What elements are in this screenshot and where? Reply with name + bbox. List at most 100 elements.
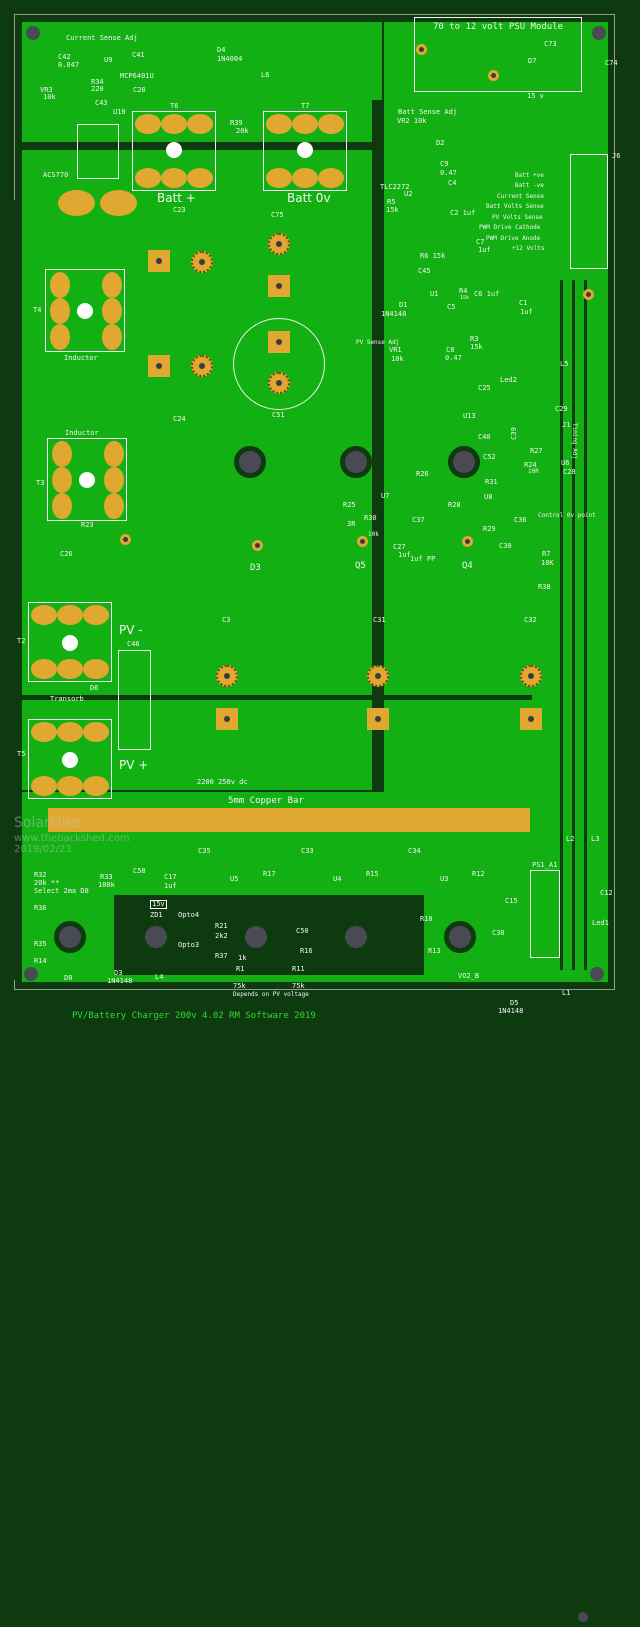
label-d5-value: 1N4148 <box>498 1007 524 1015</box>
label-led2: Led2 <box>500 376 517 384</box>
ps1-outline <box>530 870 560 958</box>
label-r4-value: 15k <box>460 295 470 301</box>
inductor-t4 <box>45 269 125 352</box>
label-c7-value: 1uf <box>478 246 491 254</box>
corner-dot <box>578 1612 588 1622</box>
psu-module-outline <box>414 17 582 92</box>
label-r5: R5 <box>387 198 396 206</box>
label-d6: D6 <box>90 684 99 692</box>
label-c43: C43 <box>95 99 108 107</box>
label-u3: U3 <box>440 875 449 883</box>
label-mcp6401u: MCP6401U <box>120 72 154 80</box>
label-c40: C40 <box>478 433 491 441</box>
label-r13: R13 <box>428 947 441 955</box>
label-batt-pve: Batt +ve <box>515 172 544 179</box>
label-l3: L3 <box>591 835 600 843</box>
label-r4: R4 <box>459 287 468 295</box>
label-r32: R32 <box>34 871 47 879</box>
label-l5: L5 <box>560 360 569 368</box>
copper-bar <box>48 808 530 832</box>
label-c31: C31 <box>373 616 386 624</box>
label-c34: C34 <box>408 847 421 855</box>
pad <box>148 250 170 272</box>
label-r7: R7 <box>542 550 551 558</box>
label-c46: C46 <box>127 640 140 648</box>
label-r33-value: 100k <box>98 881 115 889</box>
label-r39: R39 <box>230 119 243 127</box>
label-r32-value: 20k ** <box>34 879 60 887</box>
label-zd1-value: 15v <box>150 900 167 909</box>
label-c35: C35 <box>198 847 211 855</box>
transformer-t5 <box>28 719 112 799</box>
label-u8: U8 <box>484 493 493 501</box>
pad <box>488 70 499 81</box>
label-select-2ma: Select 2ma D8 <box>34 887 89 895</box>
label-c4: C4 <box>448 179 457 187</box>
label-c42: C42 <box>58 53 71 61</box>
pad <box>520 665 542 687</box>
label-r38: R38 <box>538 583 551 591</box>
heatsink-hole <box>54 921 86 953</box>
label-1uf-pp: 1uf PP <box>410 555 436 563</box>
label-vr3: VR3 <box>40 86 53 94</box>
label-r31: R31 <box>485 478 498 486</box>
acs770-pad <box>100 190 137 216</box>
label-pv-minus: PV - <box>119 623 143 637</box>
label-t6: T6 <box>170 102 179 110</box>
label-c74: C74 <box>605 59 618 67</box>
label-r24: R24 <box>524 461 537 469</box>
label-r14: R14 <box>34 957 47 965</box>
label-vr3-value: 10k <box>43 93 56 101</box>
label-copper-bar: 5mm Copper Bar <box>228 796 304 806</box>
label-pwm-drive-cathode: PWM Drive Cathode <box>479 224 541 231</box>
label-l4: L4 <box>155 973 164 981</box>
label-acs770: ACS770 <box>43 171 69 179</box>
label-r25: R25 <box>343 501 356 509</box>
label-r34-value: 220 <box>91 85 104 93</box>
label-r17: R17 <box>263 870 276 878</box>
label-c20: C20 <box>133 86 146 94</box>
label-r37-value: 1k <box>238 954 247 962</box>
label-pv-volts-sense: PV Volts Sense <box>492 214 543 221</box>
label-t2: T2 <box>17 637 26 645</box>
label-c38: C38 <box>492 929 505 937</box>
label-r37: R37 <box>215 952 228 960</box>
label-d2: D2 <box>436 139 445 147</box>
pad <box>268 233 290 255</box>
mounting-hole <box>24 967 38 981</box>
label-c7: C7 <box>476 238 485 246</box>
label-r34: R34 <box>91 78 104 86</box>
label-c30: C30 <box>499 542 512 550</box>
label-c50: C50 <box>296 927 309 935</box>
label-ps1-a1: PS1_A1 <box>532 861 558 869</box>
right-traces <box>560 280 563 970</box>
label-c27-value: 1uf <box>398 551 411 559</box>
label-pv-plus: PV + <box>119 758 149 772</box>
pad <box>191 251 213 273</box>
label-vr1: VR1 <box>389 346 402 354</box>
label-u6: U6 <box>561 459 570 467</box>
label-c8-value: 0.47 <box>445 354 462 362</box>
label-vr2: VR2 10k <box>397 117 427 125</box>
label-c17-value: 1uf <box>164 882 177 890</box>
label-inductor-1: Inductor <box>64 354 98 362</box>
acs770-pad <box>58 190 95 216</box>
label-u9: U9 <box>104 56 113 64</box>
label-r3: R3 <box>470 335 479 343</box>
label-r3-value: 15k <box>470 343 483 351</box>
pad <box>191 355 213 377</box>
mounting-hole <box>592 26 606 40</box>
label-r11: R11 <box>292 965 305 973</box>
pad <box>268 372 290 394</box>
label-c73: C73 <box>544 40 557 48</box>
pad <box>367 708 389 730</box>
label-j1: J1 <box>562 421 571 429</box>
label-c17: C17 <box>164 873 177 881</box>
label-c52: C52 <box>483 453 496 461</box>
label-r36: R36 <box>34 904 47 912</box>
pad <box>216 708 238 730</box>
label-c39: C39 <box>509 427 518 440</box>
label-c75: C75 <box>271 211 284 219</box>
transformer-t2 <box>28 602 112 682</box>
label-u7: U7 <box>381 492 390 500</box>
